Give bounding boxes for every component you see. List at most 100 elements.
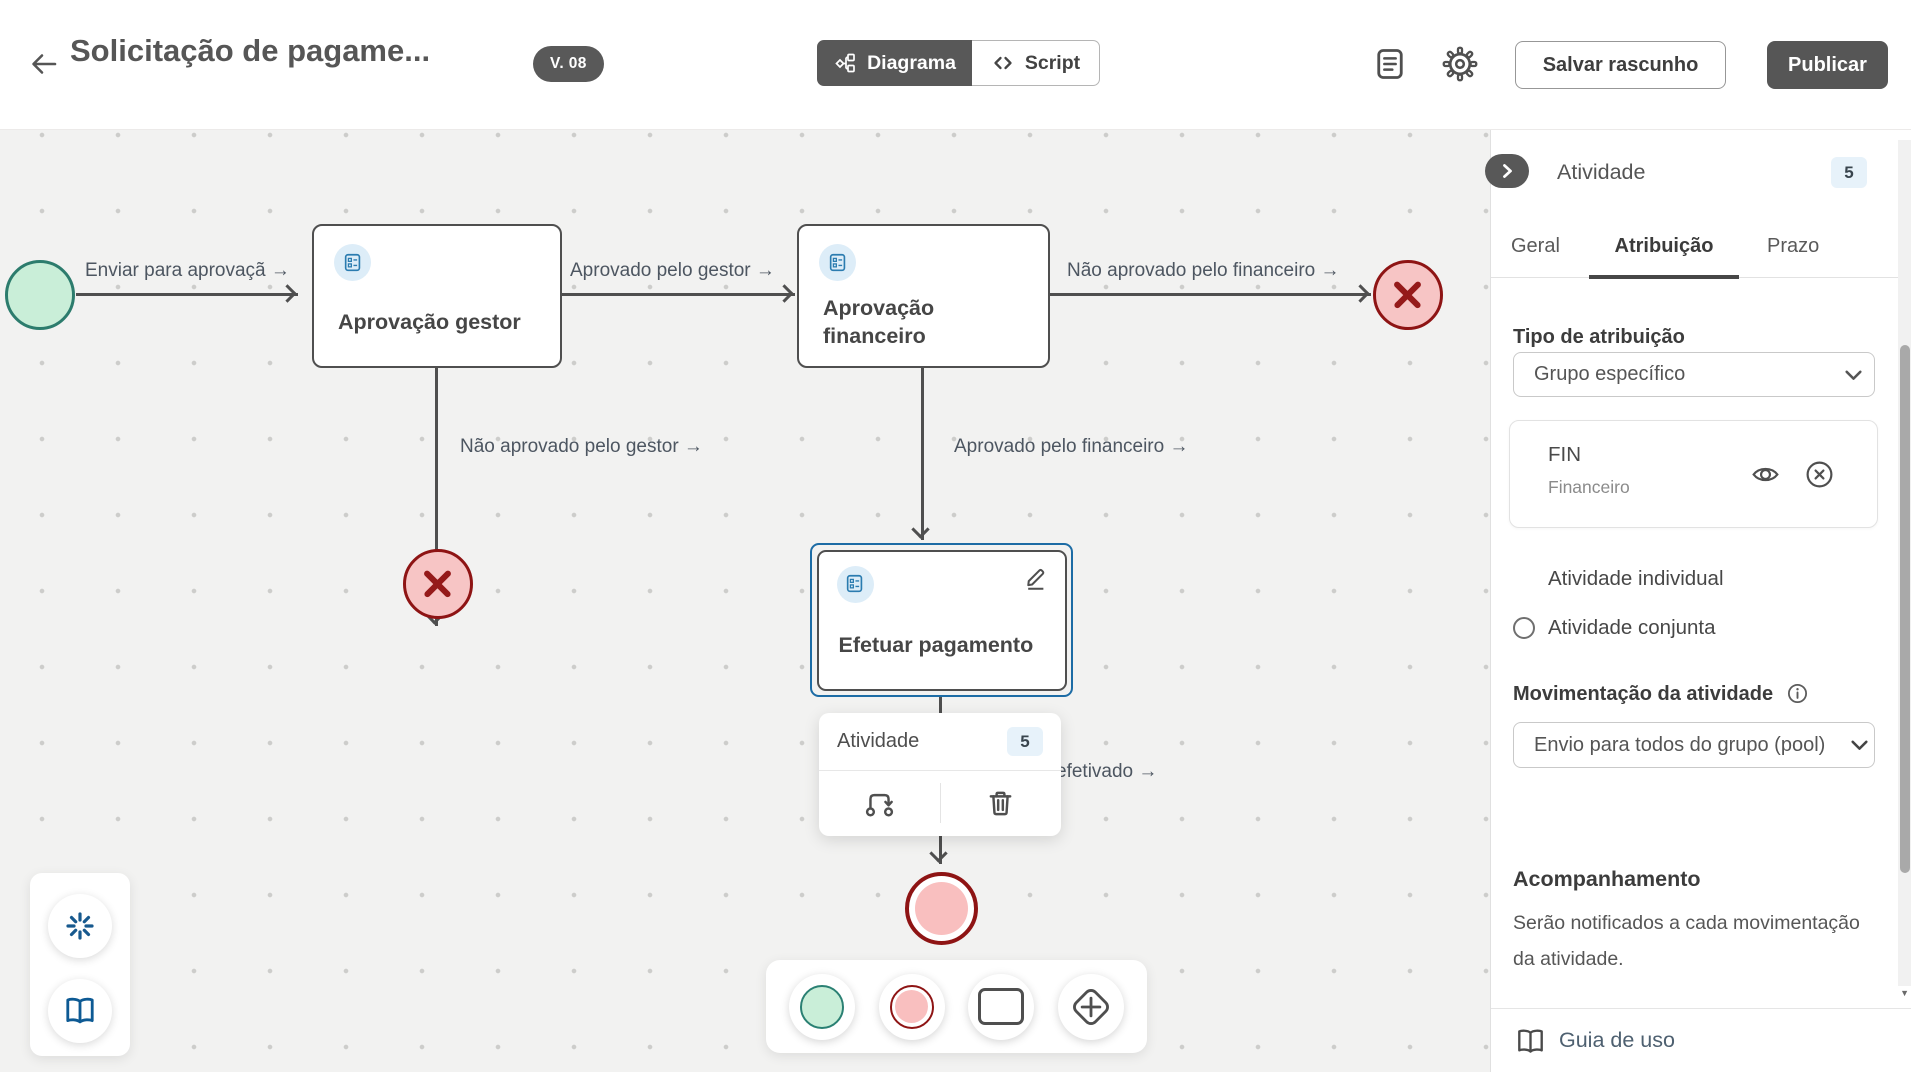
checklist-form-icon <box>344 253 360 271</box>
edit-node-button[interactable] <box>1022 564 1049 594</box>
x-circle-icon <box>1806 461 1833 488</box>
node-icon-bubble <box>819 244 856 281</box>
tab-prazo[interactable]: Prazo <box>1767 235 1820 257</box>
connector-line <box>939 697 942 717</box>
edge-label-send-approval[interactable]: Enviar para aprovaçã → <box>85 260 290 281</box>
page-title: Solicitação de pagame... <box>70 33 431 68</box>
radio-joint-activity[interactable]: Atividade conjunta <box>1513 616 1716 640</box>
add-gateway-button[interactable] <box>1057 973 1124 1040</box>
usage-guide-link[interactable]: Guia de uso <box>1491 1008 1911 1072</box>
move-activity-button[interactable] <box>819 783 941 823</box>
delete-node-button[interactable] <box>941 783 1062 823</box>
task-icon <box>978 988 1025 1025</box>
view-toggle: Diagrama Script <box>817 40 1100 86</box>
tab-diagram[interactable]: Diagrama <box>817 40 972 86</box>
movement-select[interactable]: Envio para todos do grupo (pool) <box>1513 722 1875 768</box>
collapse-panel-button[interactable] <box>1485 154 1529 188</box>
properties-panel: Atividade 5 Geral Atribuição Prazo Tipo … <box>1485 130 1911 1072</box>
edge-label-not-approved-finance[interactable]: Não aprovado pelo financeiro → <box>1067 260 1340 281</box>
arrowhead <box>1351 284 1370 303</box>
edge-label-approved-manager[interactable]: Aprovado pelo gestor → <box>570 260 775 281</box>
tab-atribuicao[interactable]: Atribuição <box>1589 235 1739 258</box>
document-lines-icon <box>1377 49 1403 79</box>
arrow-left-icon <box>32 53 57 74</box>
movement-label: Movimentação da atividade <box>1513 683 1808 706</box>
edge-label-payment-done[interactable]: efetivado → <box>1056 761 1158 782</box>
tracking-title: Acompanhamento <box>1513 867 1701 891</box>
panel-scrollbar[interactable] <box>1898 140 1911 986</box>
task-node-make-payment-selection[interactable]: Efetuar pagamento <box>810 543 1073 697</box>
save-draft-button[interactable]: Salvar rascunho <box>1515 41 1726 89</box>
movement-label-text: Movimentação da atividade <box>1513 683 1774 705</box>
task-node-manager-approval[interactable]: Aprovação gestor <box>312 224 562 368</box>
end-event-node[interactable] <box>905 872 978 945</box>
end-event-fill <box>914 881 968 935</box>
back-button[interactable] <box>24 45 64 85</box>
tab-script[interactable]: Script <box>972 40 1100 86</box>
add-end-event-button[interactable] <box>878 973 945 1040</box>
gateway-plus-icon <box>1072 988 1109 1025</box>
node-icon-bubble <box>334 244 371 281</box>
assignment-type-select[interactable]: Grupo específico <box>1513 352 1875 397</box>
chevron-down-icon <box>1843 365 1864 392</box>
edge-label-not-approved-manager[interactable]: Não aprovado pelo gestor → <box>460 436 703 457</box>
radio-unselected-icon <box>1513 617 1535 639</box>
spinner-icon <box>66 912 94 940</box>
guide-button[interactable] <box>48 979 112 1043</box>
end-event-icon <box>889 984 934 1029</box>
edge-label-approved-finance[interactable]: Aprovado pelo financeiro → <box>954 436 1189 457</box>
radio-individual-label: Atividade individual <box>1548 567 1724 590</box>
gear-icon <box>1442 46 1478 82</box>
assignment-type-value: Grupo específico <box>1534 363 1686 385</box>
arrowhead <box>775 284 794 303</box>
end-error-event-node[interactable] <box>1373 260 1443 330</box>
popup-title: Atividade <box>837 730 920 752</box>
scrollbar-down-arrow[interactable]: ▼ <box>1900 988 1909 998</box>
group-name: Financeiro <box>1548 477 1630 497</box>
chevron-down-icon <box>1849 735 1870 762</box>
add-task-button[interactable] <box>968 973 1035 1040</box>
task-node-make-payment[interactable]: Efetuar pagamento <box>816 549 1067 691</box>
canvas-side-tools <box>30 873 130 1056</box>
active-tab-underline <box>1589 275 1739 279</box>
tracking-description: Serão notificados a cada movimentação da… <box>1513 912 1860 971</box>
node-icon-bubble <box>836 565 874 603</box>
publish-button[interactable]: Publicar <box>1767 41 1888 89</box>
popup-count-badge: 5 <box>1007 727 1043 756</box>
loading-button[interactable] <box>48 894 112 958</box>
connector-line <box>1050 293 1371 296</box>
shape-palette <box>766 960 1147 1053</box>
remove-group-button[interactable] <box>1804 459 1835 493</box>
arrowhead <box>929 844 948 863</box>
top-bar: Solicitação de pagame... V. 08 Diagrama … <box>0 0 1911 130</box>
arrowhead <box>278 284 297 303</box>
connector-line <box>435 368 438 626</box>
movement-value: Envio para todos do grupo (pool) <box>1534 733 1826 756</box>
notes-button[interactable] <box>1372 46 1408 85</box>
task-node-finance-approval[interactable]: Aprovação financeiro <box>797 224 1050 368</box>
connector-line <box>939 836 942 864</box>
trash-icon <box>989 791 1012 815</box>
checklist-form-icon <box>829 253 845 271</box>
popup-header: Atividade 5 <box>819 713 1061 771</box>
radio-individual-activity[interactable]: Atividade individual <box>1513 567 1724 591</box>
end-error-event-node[interactable] <box>403 549 473 619</box>
add-start-event-button[interactable] <box>789 973 856 1040</box>
arrowhead <box>911 520 930 539</box>
tab-geral[interactable]: Geral <box>1511 235 1560 257</box>
diagram-icon <box>835 53 855 73</box>
radio-joint-label: Atividade conjunta <box>1548 616 1716 639</box>
view-group-button[interactable] <box>1750 459 1781 493</box>
assigned-group-card: FIN Financeiro <box>1509 420 1878 528</box>
connector-line <box>76 293 298 296</box>
tab-script-label: Script <box>1024 51 1081 74</box>
version-badge: V. 08 <box>533 46 604 82</box>
info-icon[interactable] <box>1787 683 1808 704</box>
scrollbar-thumb[interactable] <box>1899 345 1910 873</box>
settings-button[interactable] <box>1441 45 1479 86</box>
start-event-node[interactable] <box>5 260 75 330</box>
node-popup: Atividade 5 <box>819 713 1061 836</box>
diagram-canvas[interactable]: Enviar para aprovaçã → Aprovado pelo ges… <box>0 130 1490 1072</box>
panel-tabs: Geral Atribuição Prazo <box>1491 222 1911 279</box>
